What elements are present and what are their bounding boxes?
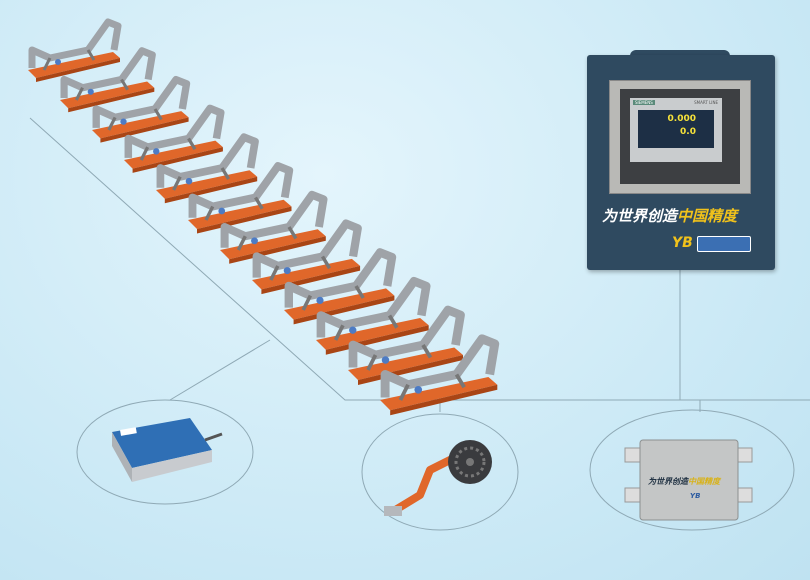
display-bezel: SIEMENS SMART LINE 0.000 0.0 xyxy=(609,80,751,194)
idler-frame xyxy=(124,104,225,173)
rate-readout: 0.0 xyxy=(680,127,696,137)
idler-frame xyxy=(188,162,294,234)
screen-brand: SIEMENS xyxy=(633,100,655,105)
speed-sensor-icon xyxy=(384,440,492,516)
idler-frame xyxy=(28,18,122,82)
company-badge xyxy=(697,236,751,252)
yb-logo: YB xyxy=(672,235,693,251)
screen-model: SMART LINE xyxy=(694,100,718,105)
readout-panel: 0.000 0.0 xyxy=(638,110,714,148)
idler-frame xyxy=(60,47,156,113)
flow-readout: 0.000 xyxy=(667,114,696,124)
junction-box-icon xyxy=(624,439,753,521)
junction-box-slogan: 为世界创造中国精度 xyxy=(648,477,720,486)
idler-frame xyxy=(380,334,500,416)
junction-box-logo: YB xyxy=(690,492,701,500)
speed-sensor-circle xyxy=(361,413,519,531)
idler-array xyxy=(28,18,500,416)
load-cell-icon xyxy=(112,418,223,482)
junction-box-circle xyxy=(589,409,795,531)
cabinet-slogan: 为世界创造中国精度 xyxy=(602,207,738,225)
hmi-screen: SIEMENS SMART LINE 0.000 0.0 xyxy=(620,89,740,184)
load-cell-circle xyxy=(76,399,254,505)
idler-frame xyxy=(156,133,259,204)
weighing-controller-cabinet: SIEMENS SMART LINE 0.000 0.0 为世界创造中国精度 Y… xyxy=(587,55,775,270)
idler-frame xyxy=(92,75,191,143)
